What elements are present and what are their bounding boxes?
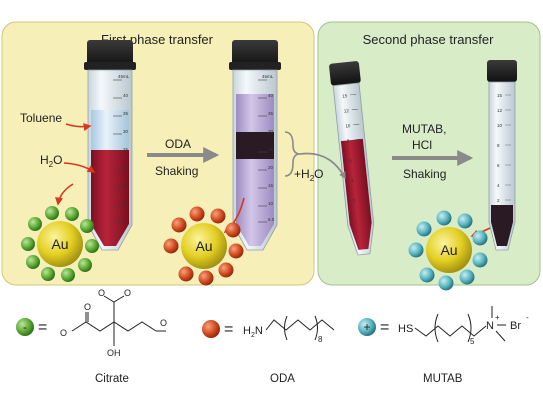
mutab-name: MUTAB [423, 373, 463, 385]
svg-text:=: = [380, 319, 389, 336]
tube-4: 15 12 10 8 6 4 2 [487, 60, 517, 251]
svg-text:5: 5 [470, 337, 475, 346]
tube-3-mark-1: 12 [344, 108, 350, 114]
second-phase-title: Second phase transfer [363, 32, 494, 47]
citrate-nanoparticle: Au [21, 206, 99, 282]
tube-3-mark-3: 8 [347, 138, 351, 143]
tube-1-mark-8: 5 [123, 217, 126, 222]
citrate-beads [21, 206, 99, 282]
shaking2-label: Shaking [403, 167, 446, 181]
tube-2-mark-4: 25 [268, 147, 274, 152]
tube-3-mark-5: 4 [351, 178, 355, 183]
svg-text:-: - [23, 320, 27, 334]
au-label-3: Au [440, 242, 457, 258]
tube-4-mark-1: 12 [497, 108, 503, 113]
plus-h2o-label: +H2O [294, 167, 323, 183]
transfer-bracket [284, 131, 301, 177]
shaking1-label: Shaking [155, 164, 198, 178]
toluene-arrow [65, 123, 92, 131]
svg-text:O: O [160, 318, 167, 328]
citrate-structure [71, 295, 166, 346]
mutab-step-label: MUTAB, [402, 122, 446, 136]
tube-2-mark-0: 45mL [262, 74, 274, 79]
mutab-beads [408, 210, 488, 291]
mutab-bead-icon [358, 318, 376, 336]
svg-text:O: O [60, 328, 67, 338]
tube-1-mark-0: 45mL [118, 74, 130, 79]
citrate-name: Citrate [95, 373, 129, 385]
tube-2-mark-7: 10 [268, 201, 274, 206]
svg-text:8: 8 [318, 335, 323, 344]
svg-text:+: + [495, 313, 500, 322]
tube-3-mark-4: 6 [349, 158, 353, 163]
svg-text:+: + [363, 320, 370, 334]
tube-2-mark-2: 35 [268, 111, 274, 116]
svg-text:Br: Br [510, 320, 521, 332]
oda-step-label: ODA [165, 137, 191, 151]
toluene-label: Toluene [20, 111, 62, 125]
tube-4-mark-6: 2 [497, 198, 500, 203]
mutab-chain [414, 325, 487, 337]
tube-1: 45mL 40 35 30 25 20 15 10 5 [84, 40, 136, 251]
tube-2-mark-1: 40 [268, 93, 274, 98]
tube-1-mark-1: 40 [123, 93, 129, 98]
tube-2-graduations [258, 79, 267, 223]
svg-text:=: = [224, 321, 233, 338]
tube-2-mark-3: 30 [268, 129, 274, 134]
au-core-2 [181, 223, 227, 269]
tube-3-mark-6: 2 [353, 198, 357, 203]
svg-text:HS: HS [398, 323, 413, 335]
h2o-label: H2O [40, 153, 62, 169]
oda-chain [265, 319, 335, 331]
tube-2-mark-8: 5.0 [268, 217, 275, 222]
au-label-1: Au [51, 236, 68, 252]
svg-text:N: N [486, 320, 494, 332]
tube-2-mark-5: 20 [268, 165, 274, 170]
oda-name: ODA [270, 373, 295, 385]
tube-4-graduations [505, 94, 511, 201]
tube-4-mark-3: 8 [497, 143, 500, 148]
tube-3-graduations [350, 94, 368, 200]
svg-text:O: O [84, 302, 91, 312]
hcl-step-label: HCl [412, 138, 432, 152]
tube-1-mark-2: 35 [123, 111, 129, 116]
tube-1-mark-4: 25 [123, 147, 129, 152]
tube-4-mark-2: 10 [497, 123, 503, 128]
tube-4-mark-0: 15 [497, 93, 503, 98]
tube-3-mark-0: 15 [342, 93, 348, 99]
svg-text:O: O [124, 288, 131, 298]
au-label-2: Au [195, 238, 212, 254]
legend-mutab: + = HS 5 N + Br - MUTAB [358, 306, 529, 385]
tube-4-mark-4: 6 [497, 163, 500, 168]
au-core-3 [426, 227, 472, 273]
tube-3: 15 12 10 8 6 4 2 [329, 61, 375, 256]
oda-bead-icon [202, 320, 220, 338]
np1-arrow [55, 183, 74, 206]
svg-text:H2N: H2N [243, 325, 263, 339]
svg-text:O: O [98, 288, 105, 298]
h2o-arrow [63, 162, 96, 173]
mutab-nanoparticle: Au [408, 210, 488, 291]
tube-1-mark-7: 10 [123, 201, 129, 206]
legend-citrate: - = O O O O O OH Citrate [16, 288, 167, 385]
transfer-arrow [299, 152, 346, 180]
tube-1-mark-3: 30 [123, 129, 129, 134]
au-core-1 [37, 221, 83, 267]
tube-1-mark-6: 15 [123, 183, 129, 188]
tube-4-mark-5: 4 [497, 183, 500, 188]
tube-2-mark-6: 15 [268, 183, 274, 188]
tube-3-mark-2: 10 [345, 123, 351, 129]
svg-text:-: - [526, 313, 529, 322]
oda-beads [163, 206, 244, 286]
legend-oda: = H2N 8 ODA [202, 315, 335, 385]
tube-1-mark-5: 20 [123, 165, 129, 170]
svg-text:=: = [38, 319, 47, 336]
svg-text:OH: OH [107, 348, 121, 358]
oda-nanoparticle: Au [163, 206, 244, 286]
citrate-bead-icon [16, 318, 34, 336]
tube-1-graduations [113, 79, 122, 223]
